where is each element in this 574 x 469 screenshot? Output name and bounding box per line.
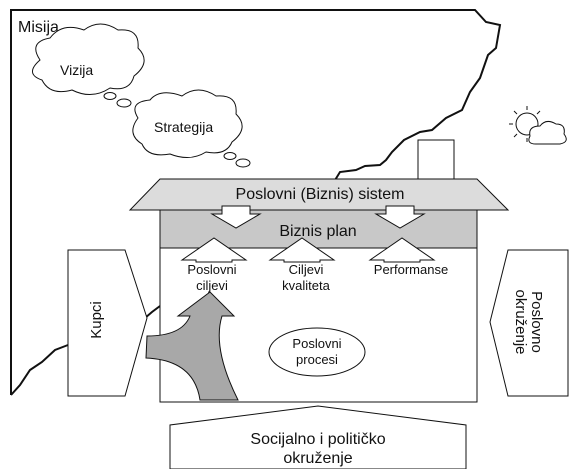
up-arrow-poslovni-ciljevi <box>180 237 248 263</box>
okruzenje-line1: Poslovno <box>528 291 545 353</box>
biznis-plan-label: Biznis plan <box>279 223 356 240</box>
socijalno-okruzenje-arrow <box>169 405 467 469</box>
goal-label-2-line1: Ciljevi <box>289 262 324 277</box>
goal-label-2-line2: kvaliteta <box>282 278 330 293</box>
misija-outline <box>10 9 502 395</box>
chimney <box>417 139 455 181</box>
goal-label-3-line1: Performanse <box>374 262 448 277</box>
kupci-arrow <box>67 249 148 397</box>
misija-lower-outline <box>10 344 69 396</box>
poslovno-okruzenje-arrow <box>489 249 569 397</box>
swoosh-arrow <box>145 291 239 401</box>
procesi-line1: Poslovni <box>292 336 341 351</box>
goal-label-1-line2: ciljevi <box>196 278 228 293</box>
misija-label: Misija <box>18 19 59 36</box>
sun-cloud-icon <box>509 106 567 145</box>
misija-middle-outline <box>144 305 161 319</box>
vizija-label: Vizija <box>60 62 93 78</box>
down-arrow-right <box>374 205 426 229</box>
roof <box>128 178 510 211</box>
socijalno-line2: okruženje <box>283 450 352 467</box>
down-arrow-left <box>210 205 262 229</box>
roof-label: Poslovni (Biznis) sistem <box>236 186 405 203</box>
socijalno-line1: Socijalno i političko <box>250 431 385 448</box>
kupci-label: Kupci <box>88 301 105 339</box>
okruzenje-line2: okruženje <box>512 289 529 354</box>
goal-label-1-line1: Poslovni <box>187 262 236 277</box>
strategija-label: Strategija <box>154 119 213 135</box>
up-arrow-ciljevi-kvaliteta <box>268 237 336 263</box>
strategija-cloud <box>132 89 251 168</box>
procesi-line2: procesi <box>296 352 338 367</box>
up-arrow-performanse <box>368 237 436 263</box>
poslovni-procesi-ellipse <box>268 327 366 377</box>
vizija-cloud <box>32 23 145 108</box>
